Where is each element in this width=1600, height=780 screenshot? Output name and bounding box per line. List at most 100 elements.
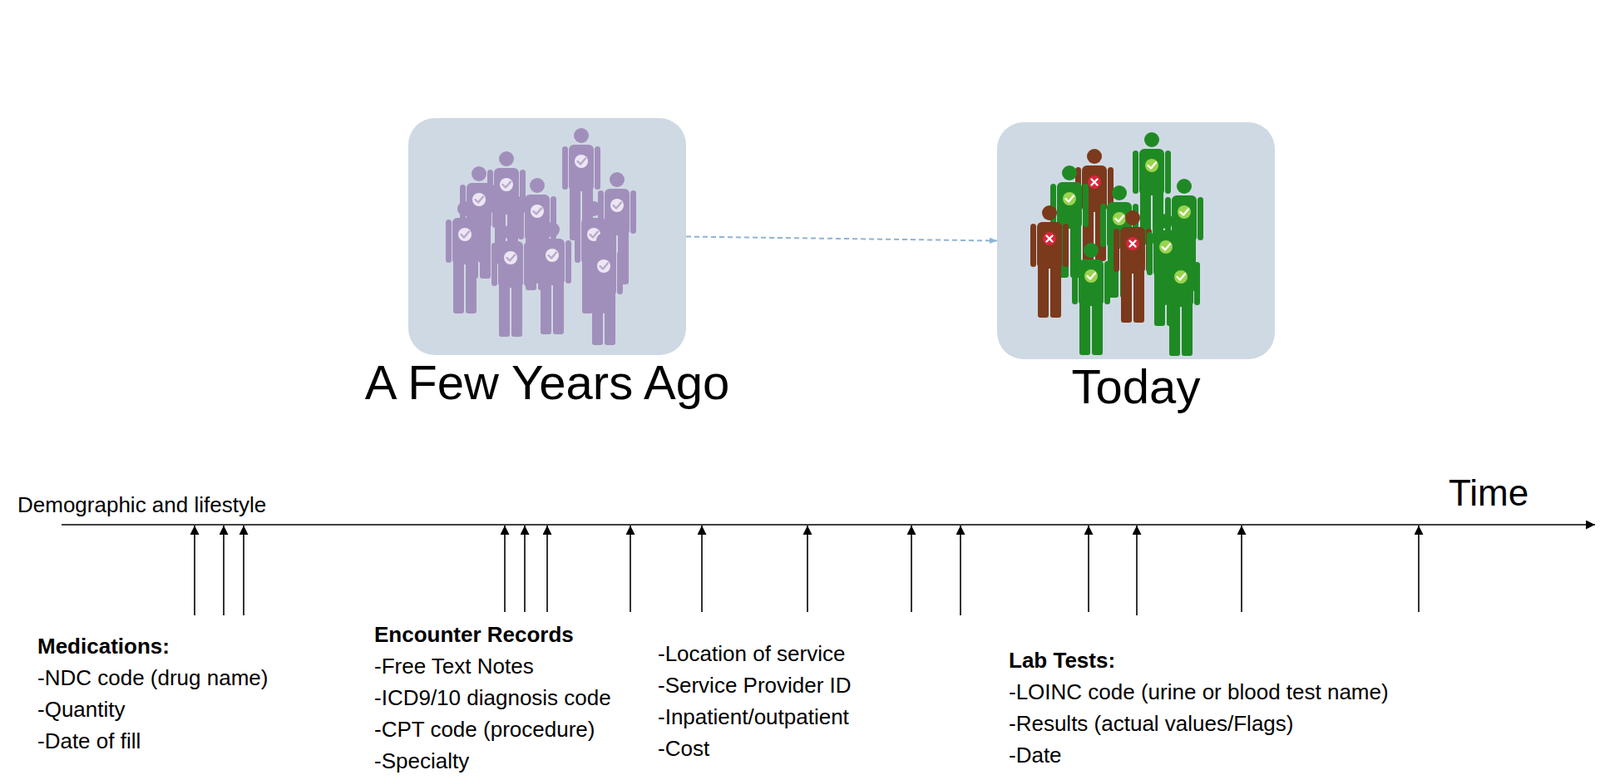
person-icon: [533, 222, 572, 335]
event-arrow: [523, 525, 526, 613]
status-badge: [530, 204, 544, 218]
status-badge: [458, 227, 472, 242]
group-caption: A Few Years Ago: [365, 355, 731, 410]
event-arrow: [193, 525, 196, 616]
group-box: Today: [997, 122, 1275, 360]
person-torso: [1139, 148, 1165, 196]
annotation-label: -Service Provider ID: [657, 671, 852, 700]
person-head: [596, 232, 612, 248]
event-arrow: [1135, 525, 1138, 616]
check-mark: [590, 232, 599, 238]
person-icon: [445, 201, 484, 314]
status-badge: [472, 192, 486, 207]
person-leg: [1050, 261, 1062, 318]
cross-mark: [1091, 179, 1098, 186]
person-head: [1111, 185, 1127, 201]
event-arrow: [222, 525, 225, 616]
person-head: [1176, 178, 1192, 194]
person-head: [586, 201, 602, 217]
person-leg: [1079, 299, 1091, 356]
person-head: [503, 224, 519, 240]
person-torso: [498, 241, 524, 288]
group-caption: Today: [1071, 359, 1201, 415]
person-arm: [1146, 232, 1153, 276]
person-head: [1086, 148, 1102, 164]
person-arm: [562, 146, 568, 190]
status-badge: [1174, 270, 1188, 284]
cross-mark: [1130, 241, 1136, 247]
person-leg: [540, 278, 552, 335]
event-arrow: [629, 525, 632, 613]
check-mark: [600, 263, 609, 270]
group-box: A Few Years Ago: [408, 118, 687, 356]
person-arm: [584, 251, 591, 295]
status-badge: [610, 198, 624, 213]
person-torso: [1168, 260, 1194, 307]
people-illustration: [997, 122, 1275, 360]
annotation-label: -Location of service: [657, 639, 845, 668]
person-leg: [498, 281, 510, 337]
person-torso: [1056, 182, 1082, 229]
person-arm: [1100, 203, 1107, 247]
person-head: [573, 128, 589, 144]
status-badge: [1062, 192, 1077, 206]
event-arrow: [701, 525, 703, 613]
person-icon: [584, 232, 623, 346]
person-arm: [1165, 150, 1171, 194]
person-head: [1061, 165, 1077, 181]
person-icon: [491, 224, 530, 337]
person-head: [471, 166, 487, 182]
person-head: [1041, 205, 1057, 221]
check-mark: [1177, 274, 1186, 281]
status-badge: [1177, 205, 1191, 219]
person-arm: [1132, 150, 1139, 194]
person-arm: [594, 146, 601, 190]
people-illustration: [408, 118, 687, 356]
status-badge: [503, 251, 518, 265]
person-torso: [1037, 222, 1062, 269]
check-mark: [1087, 273, 1097, 280]
status-badge: [1084, 269, 1098, 283]
status-badge: [1145, 158, 1159, 173]
check-mark: [613, 202, 623, 209]
person-leg: [1091, 299, 1103, 356]
annotation-label: -Cost: [657, 734, 710, 763]
person-icon: [1113, 210, 1152, 323]
person-arm: [1194, 261, 1200, 306]
check-mark: [1066, 196, 1075, 203]
person-head: [609, 172, 625, 188]
person-leg: [511, 281, 523, 337]
person-leg: [1181, 300, 1193, 356]
cross-mark: [1046, 236, 1053, 242]
annotation-label: -CPT code (procedure): [374, 715, 595, 744]
event-arrow: [959, 525, 962, 616]
person-head: [529, 177, 545, 193]
status-badge: [1087, 175, 1102, 189]
event-arrow: [910, 525, 913, 613]
person-arm: [1030, 223, 1037, 267]
status-badge: [499, 177, 514, 192]
person-leg: [604, 289, 616, 346]
person-arm: [478, 219, 484, 263]
person-torso: [568, 144, 594, 192]
person-head: [1125, 210, 1141, 226]
person-arm: [1161, 261, 1168, 306]
person-arm: [565, 240, 572, 284]
check-mark: [533, 208, 543, 215]
annotation-label: -Free Text Notes: [374, 651, 534, 681]
person-torso: [1078, 259, 1104, 307]
status-badge: [1159, 240, 1173, 254]
annotation-label: -Quantity: [37, 695, 126, 724]
annotation-label: -Specialty: [374, 746, 470, 776]
person-arm: [492, 184, 499, 228]
person-arm: [574, 219, 581, 263]
event-arrow: [242, 525, 245, 616]
check-mark: [1180, 209, 1190, 216]
check-mark: [475, 197, 484, 203]
person-arm: [1113, 228, 1120, 272]
group-heading: Medications:: [37, 632, 170, 661]
person-head: [544, 222, 560, 238]
person-arm: [1050, 183, 1057, 228]
check-mark: [461, 232, 470, 238]
annotation-label: -Date of fill: [37, 726, 141, 756]
